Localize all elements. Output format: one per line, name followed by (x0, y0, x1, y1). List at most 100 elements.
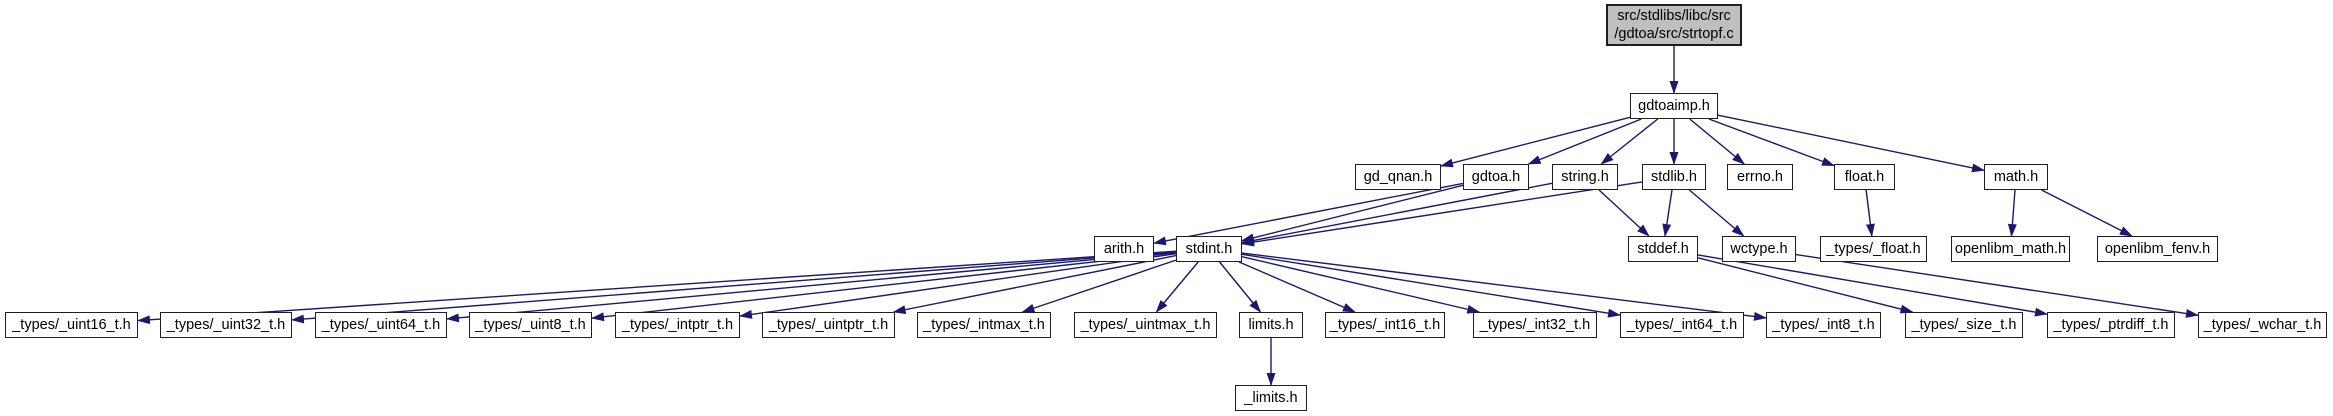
graph-node-label: string.h (1561, 168, 1609, 185)
include-edge-gdtoaimp-to-gd_qnan (1440, 116, 1631, 168)
include-edge-stddef-to-size (1697, 257, 1914, 314)
include-edge-stdint-to-intptr (739, 253, 1177, 319)
graph-node-i32[interactable]: _types/_int32_t.h (1473, 312, 1597, 338)
graph-node-u8[interactable]: _types/_uint8_t.h (469, 312, 592, 338)
edge-lines-group (137, 46, 2199, 386)
graph-node-label: _types/_intmax_t.h (923, 316, 1045, 333)
graph-node-wchar[interactable]: _types/_wchar_t.h (2198, 312, 2327, 338)
include-edge-stdint-to-i16 (1238, 261, 1356, 313)
graph-node-label: stdlib.h (1651, 168, 1697, 185)
graph-node-u64[interactable]: _types/_uint64_t.h (315, 312, 447, 338)
graph-node-label: stddef.h (1637, 240, 1689, 257)
graph-node-string[interactable]: string.h (1552, 164, 1618, 190)
include-edge-float-to-types__float (1865, 189, 1875, 237)
include-edge-string-to-stddef (1598, 189, 1650, 237)
include-edge-gdtoa-to-arith (1153, 182, 1464, 246)
graph-node-label: _types/_int32_t.h (1479, 316, 1591, 333)
include-edge-string-to-stdint (1241, 182, 1553, 245)
graph-node-label: _types/_int8_t.h (1772, 316, 1875, 333)
graph-node-float[interactable]: float.h (1834, 164, 1895, 190)
graph-node-arith[interactable]: arith.h (1094, 236, 1154, 262)
graph-node-label: wctype.h (1730, 240, 1788, 257)
graph-node-label: math.h (1993, 168, 2039, 185)
graph-node-stdlib[interactable]: stdlib.h (1642, 164, 1706, 190)
graph-node-label: arith.h (1103, 240, 1145, 257)
include-edge-stddef-to-ptrdiff (1697, 254, 2048, 317)
graph-node-label: _types/_ptrdiff_t.h (2053, 316, 2169, 333)
graph-node-label: limits.h (1248, 316, 1294, 333)
graph-node-gd_qnan[interactable]: gd_qnan.h (1355, 164, 1441, 190)
include-edge-stdlib-to-stddef (1662, 189, 1673, 237)
graph-node-label: _types/_uint16_t.h (12, 316, 131, 333)
graph-node-label: gdtoaimp.h (1638, 97, 1710, 114)
graph-node-label: _types/_float.h (1826, 240, 1921, 257)
include-edge-gdtoaimp-to-errno (1689, 118, 1746, 165)
graph-node-label: _limits.h (1244, 389, 1298, 406)
include-edge-gdtoaimp-to-math (1717, 114, 1985, 173)
include-edge-gdtoaimp-to-gdtoa (1527, 118, 1642, 165)
graph-node-gdtoaimp[interactable]: gdtoaimp.h (1630, 93, 1718, 119)
include-edge-stdint-to-u32 (291, 250, 1177, 324)
graph-node-label: gd_qnan.h (1363, 168, 1433, 185)
graph-node-label: _types/_size_t.h (1911, 316, 2017, 333)
include-edge-gdtoa-to-stdint (1241, 184, 1464, 243)
graph-node-stddef[interactable]: stddef.h (1628, 236, 1698, 262)
include-edge-stdint-to-i8 (1241, 252, 1767, 321)
graph-node-label: _types/_wchar_t.h (2203, 316, 2322, 333)
include-edge-stdint-to-u8 (591, 252, 1177, 322)
include-edge-stdint-to-u64 (446, 251, 1177, 323)
graph-node-openlibm_fenv[interactable]: openlibm_fenv.h (2097, 236, 2218, 262)
include-edge-gdtoaimp-to-string (1600, 118, 1659, 165)
graph-node-size[interactable]: _types/_size_t.h (1905, 312, 2023, 338)
graph-node-label: src/stdlibs/libc/src (1617, 7, 1731, 24)
graph-node-intptr[interactable]: _types/_intptr_t.h (615, 312, 740, 338)
graph-node-types__float[interactable]: _types/_float.h (1820, 236, 1927, 262)
graph-node-strtopf_c[interactable]: src/stdlibs/libc/src/gdtoa/src/strtopf.c (1606, 4, 1742, 46)
graph-node-label: _types/_int16_t.h (1329, 316, 1441, 333)
graph-node-label: /gdtoa/src/strtopf.c (1614, 26, 1734, 42)
graph-node-gdtoa[interactable]: gdtoa.h (1463, 164, 1529, 190)
graph-node-i64[interactable]: _types/_int64_t.h (1620, 312, 1744, 338)
graph-node-label: errno.h (1737, 168, 1783, 185)
graph-node-i16[interactable]: _types/_int16_t.h (1325, 312, 1445, 338)
include-edge-gdtoaimp-to-float (1708, 118, 1835, 167)
graph-node-errno[interactable]: errno.h (1727, 164, 1793, 190)
graph-node-label: _types/_int64_t.h (1626, 316, 1738, 333)
graph-node-label: openlibm_math.h (1954, 240, 2067, 257)
graph-node-uintptr[interactable]: _types/_uintptr_t.h (762, 312, 895, 338)
graph-node-uintmax[interactable]: _types/_uintmax_t.h (1074, 312, 1217, 338)
include-edge-math-to-openlibm_math (2007, 189, 2017, 237)
graph-node-label: _types/_uintmax_t.h (1080, 316, 1211, 333)
graph-node-label: _types/_uint8_t.h (475, 316, 586, 333)
include-edge-stdlib-to-stdint (1241, 181, 1643, 247)
graph-node-label: _types/_uintptr_t.h (768, 316, 889, 333)
graph-node-u32[interactable]: _types/_uint32_t.h (160, 312, 292, 338)
graph-node-i8[interactable]: _types/_int8_t.h (1766, 312, 1881, 338)
graph-node-wctype[interactable]: wctype.h (1722, 236, 1796, 262)
include-edge-stdint-to-i64 (1241, 253, 1621, 318)
graph-node-u16[interactable]: _types/_uint16_t.h (5, 312, 138, 338)
include-edge-stdint-to-u16 (137, 250, 1177, 325)
include-edge-wctype-to-wchar (1795, 253, 2199, 318)
graph-node-label: gdtoa.h (1471, 168, 1521, 185)
graph-node-_limits[interactable]: _limits.h (1235, 385, 1307, 411)
include-edge-stdint-to-uintmax (1155, 261, 1199, 313)
include-edge-stdint-to-intmax (1021, 259, 1177, 313)
graph-node-limits[interactable]: limits.h (1239, 312, 1303, 338)
graph-node-label: stdint.h (1185, 240, 1233, 257)
graph-node-label: _types/_uint64_t.h (321, 316, 441, 333)
graph-node-label: float.h (1844, 168, 1885, 185)
include-edge-math-to-openlibm_fenv (2041, 189, 2133, 237)
include-edge-stdlib-to-wctype (1688, 189, 1745, 237)
graph-node-ptrdiff[interactable]: _types/_ptrdiff_t.h (2047, 312, 2175, 338)
graph-node-intmax[interactable]: _types/_intmax_t.h (917, 312, 1051, 338)
include-edge-stdint-to-i32 (1241, 256, 1481, 314)
graph-node-label: openlibm_fenv.h (2104, 240, 2211, 257)
graph-node-label: _types/_intptr_t.h (621, 316, 734, 333)
graph-node-stdint[interactable]: stdint.h (1176, 236, 1242, 262)
include-edge-stdint-to-uintptr (892, 254, 1177, 315)
graph-node-openlibm_math[interactable]: openlibm_math.h (1951, 236, 2070, 262)
graph-node-math[interactable]: math.h (1984, 164, 2048, 190)
